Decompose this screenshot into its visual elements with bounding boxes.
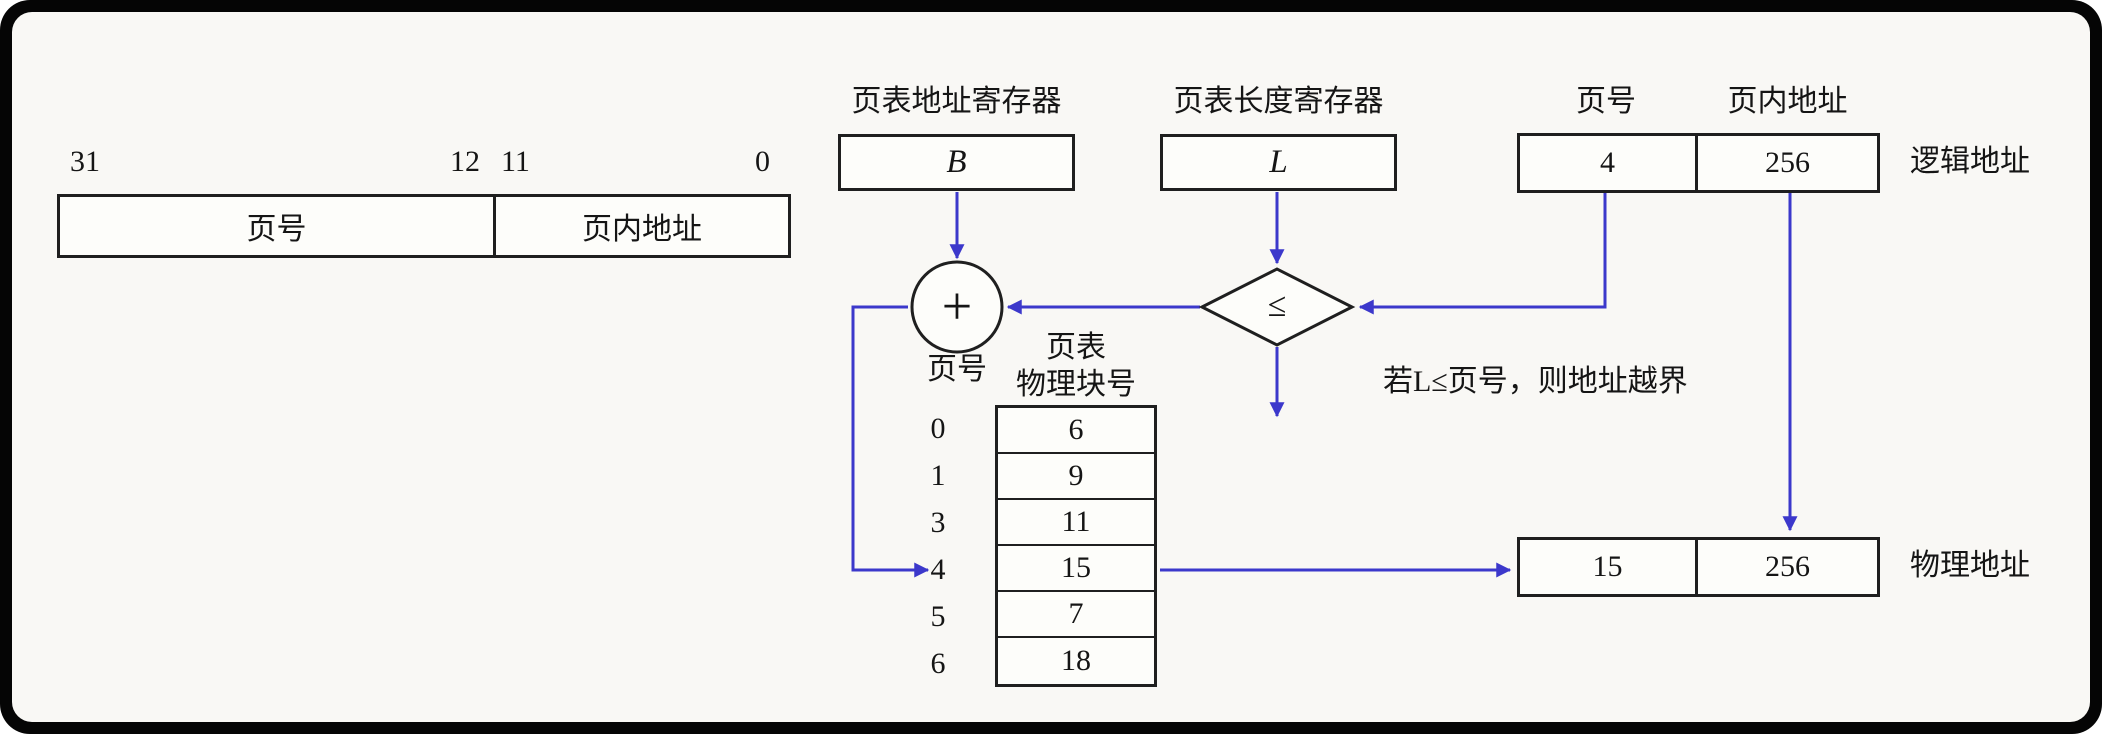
page-table-index: 4 xyxy=(930,552,946,586)
adder-plus-symbol: + xyxy=(941,276,973,336)
overflow-note: 若L≤页号，则地址越界 xyxy=(1383,365,1688,398)
pt-addr-register-label: 页表地址寄存器 xyxy=(851,85,1062,118)
physical-address-caption: 物理地址 xyxy=(1910,549,2030,582)
page-table-title: 页表 xyxy=(1046,331,1106,364)
page-table-column-header: 物理块号 xyxy=(1016,368,1136,401)
bit-label-11: 11 xyxy=(501,145,530,178)
logical-page-header: 页号 xyxy=(1576,85,1636,118)
bit-label-12: 12 xyxy=(450,145,480,178)
physical-offset-value: 256 xyxy=(1765,550,1810,583)
page-table-value: 7 xyxy=(998,592,1154,638)
page-table-index: 3 xyxy=(930,505,946,539)
physical-block-value: 15 xyxy=(1520,540,1698,594)
bit-label-31: 31 xyxy=(70,145,100,178)
page-table-index: 0 xyxy=(930,411,946,445)
page-table-value: 6 xyxy=(998,408,1154,454)
bitfield-box: 页号 页内地址 xyxy=(57,194,791,258)
page-table-value: 11 xyxy=(998,500,1154,546)
pt-len-register-box: L xyxy=(1160,134,1397,191)
bitfield-page-cell: 页号 xyxy=(60,197,496,255)
logical-address-caption: 逻辑地址 xyxy=(1910,145,2030,178)
logical-address-box: 4 256 xyxy=(1517,133,1880,193)
page-table-index: 6 xyxy=(930,646,946,680)
pt-addr-register-box: B xyxy=(838,134,1075,191)
page-table-box: 6 9 11 15 7 18 xyxy=(995,405,1157,687)
bitfield-offset-cell: 页内地址 xyxy=(582,213,702,246)
bit-label-0: 0 xyxy=(755,145,770,178)
adder-circle xyxy=(910,260,1004,354)
arrow-adder-to-pagetable-row xyxy=(851,305,930,578)
page-table-value: 9 xyxy=(998,454,1154,500)
pt-len-register-label: 页表长度寄存器 xyxy=(1173,85,1384,118)
logical-page-value: 4 xyxy=(1520,136,1698,190)
page-table-value: 15 xyxy=(998,546,1154,592)
adder-caption: 页号 xyxy=(927,353,987,386)
comparator-diamond xyxy=(1198,267,1356,347)
arrow-pageno-to-comparator xyxy=(1358,193,1607,315)
logical-offset-header: 页内地址 xyxy=(1727,85,1848,118)
physical-address-box: 15 256 xyxy=(1517,537,1880,597)
page-table-index: 5 xyxy=(930,599,946,633)
comparator-symbol: ≤ xyxy=(1267,287,1287,324)
page-table-value: 18 xyxy=(1061,644,1091,677)
page-table-index-column: 0 1 3 4 5 6 xyxy=(908,405,968,687)
page-table-index: 1 xyxy=(930,458,946,492)
logical-offset-value: 256 xyxy=(1765,146,1810,179)
